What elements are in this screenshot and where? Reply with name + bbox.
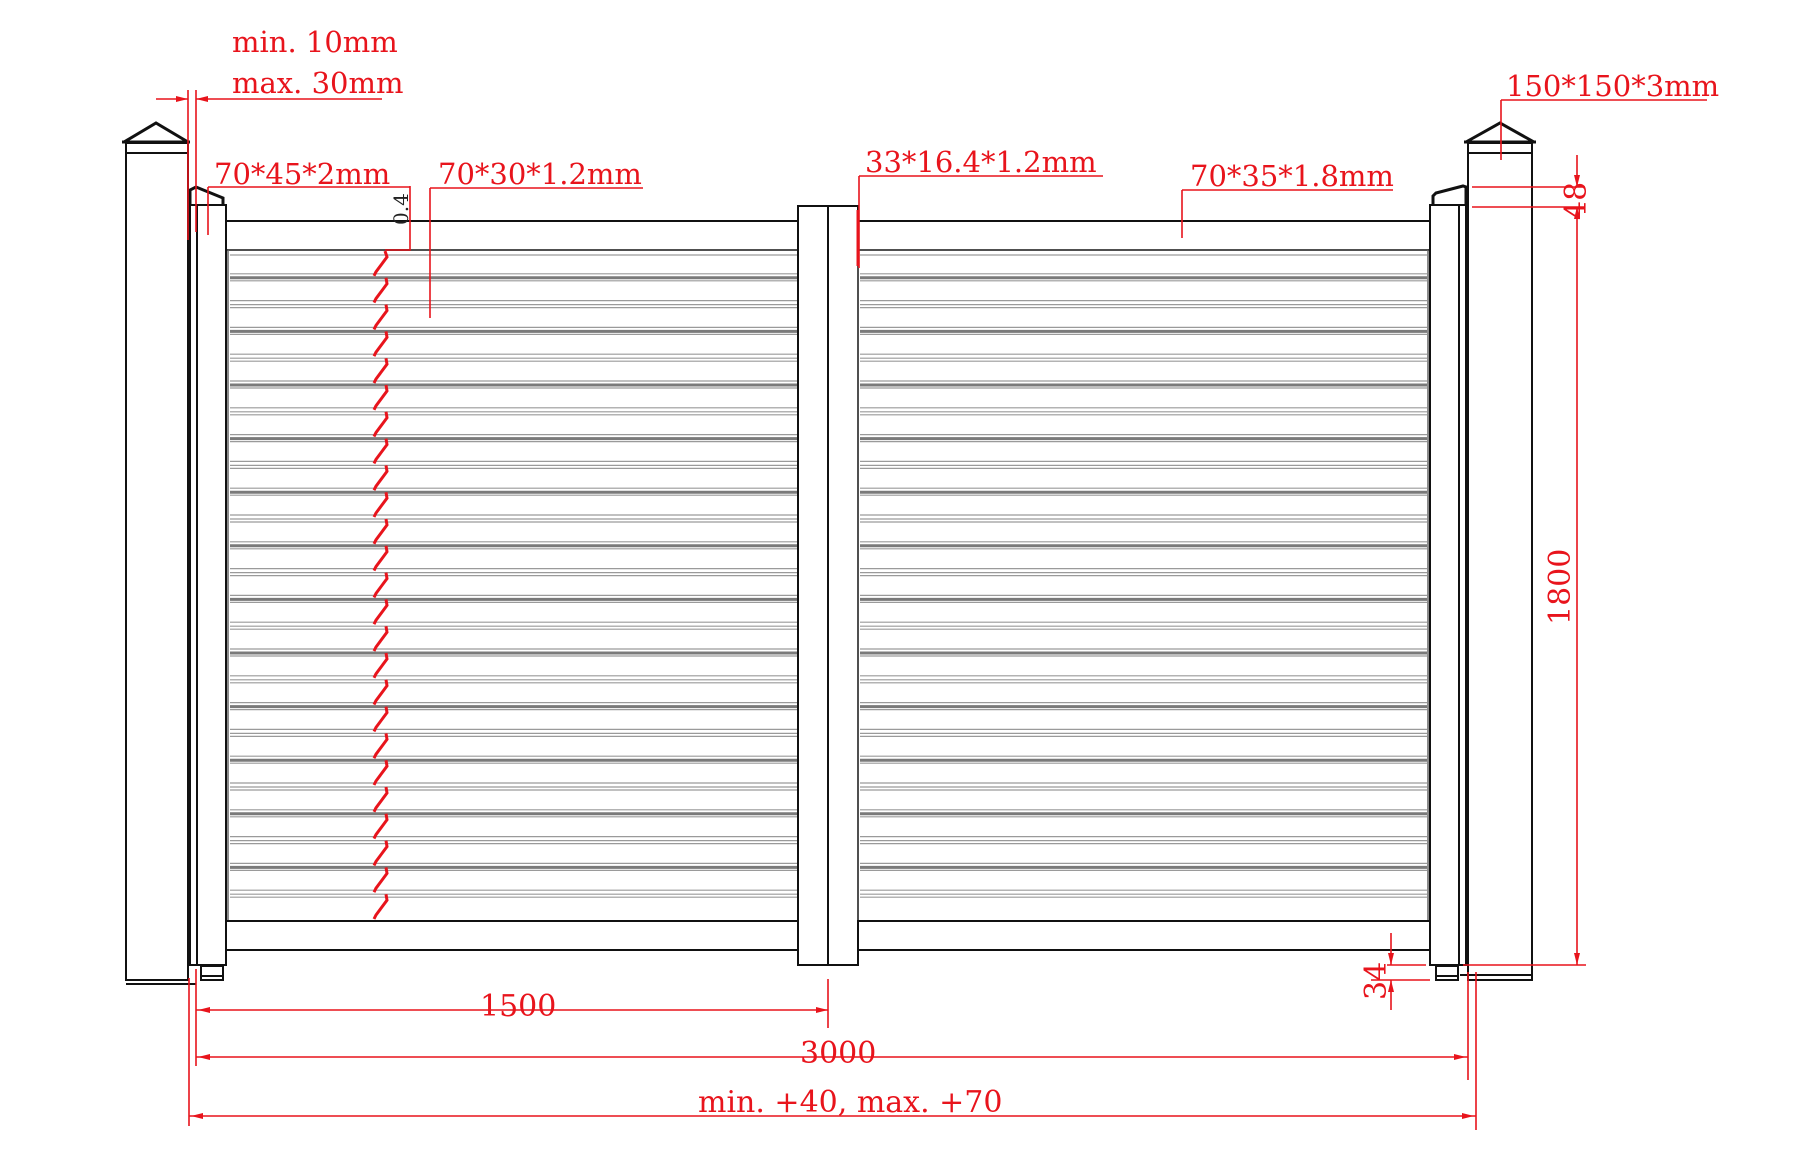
leaf-width-dimension: 1500 — [195, 969, 829, 1066]
opening-allowance-value: min. +40, max. +70 — [698, 1085, 1002, 1120]
gap-max-label: max. 30mm — [232, 66, 403, 100]
height-value: 1800 — [1543, 549, 1578, 625]
center-stiles — [797, 205, 859, 966]
rail-profile-label: 70*35*1.8mm — [1190, 159, 1394, 193]
total-width-dimension: 3000 — [196, 972, 1469, 1080]
left-post — [122, 121, 196, 985]
slat-profile-section — [372, 250, 389, 920]
total-width-value: 3000 — [800, 1036, 876, 1071]
height-dimension: 1800 — [1463, 207, 1586, 966]
rail-profile-callout: 70*35*1.8mm — [1181, 159, 1394, 238]
ground-clearance-dimension: 34 — [1359, 933, 1430, 1010]
post-profile-callout: 150*150*3mm — [1500, 69, 1719, 160]
slat-profile-callout: 70*30*1.2mm — [429, 157, 643, 318]
right-post — [1460, 121, 1536, 981]
left-slats — [230, 254, 797, 898]
right-slats — [860, 254, 1427, 898]
leaf-width-value: 1500 — [480, 989, 556, 1024]
ground-clearance-value: 34 — [1359, 962, 1394, 1000]
hinge-profile-callout: 70*45*2mm — [207, 157, 410, 235]
gap-min-label: min. 10mm — [232, 25, 398, 59]
center-profile-callout: 33*16.4*1.2mm — [856, 145, 1103, 268]
slat-profile-label: 70*30*1.2mm — [438, 157, 642, 191]
left-gate-leaf — [188, 185, 799, 981]
center-profile-label: 33*16.4*1.2mm — [865, 145, 1097, 179]
post-profile-label: 150*150*3mm — [1506, 69, 1719, 103]
hinge-gap-dimension: min. 10mm max. 30mm — [156, 25, 403, 240]
right-gate-leaf — [857, 184, 1468, 981]
slat-gap-callout: 0.4 — [385, 186, 413, 251]
slat-gap-label: 0.4 — [389, 193, 413, 225]
hinge-profile-label: 70*45*2mm — [214, 157, 390, 191]
opening-allowance-dimension: min. +40, max. +70 — [188, 972, 1477, 1130]
